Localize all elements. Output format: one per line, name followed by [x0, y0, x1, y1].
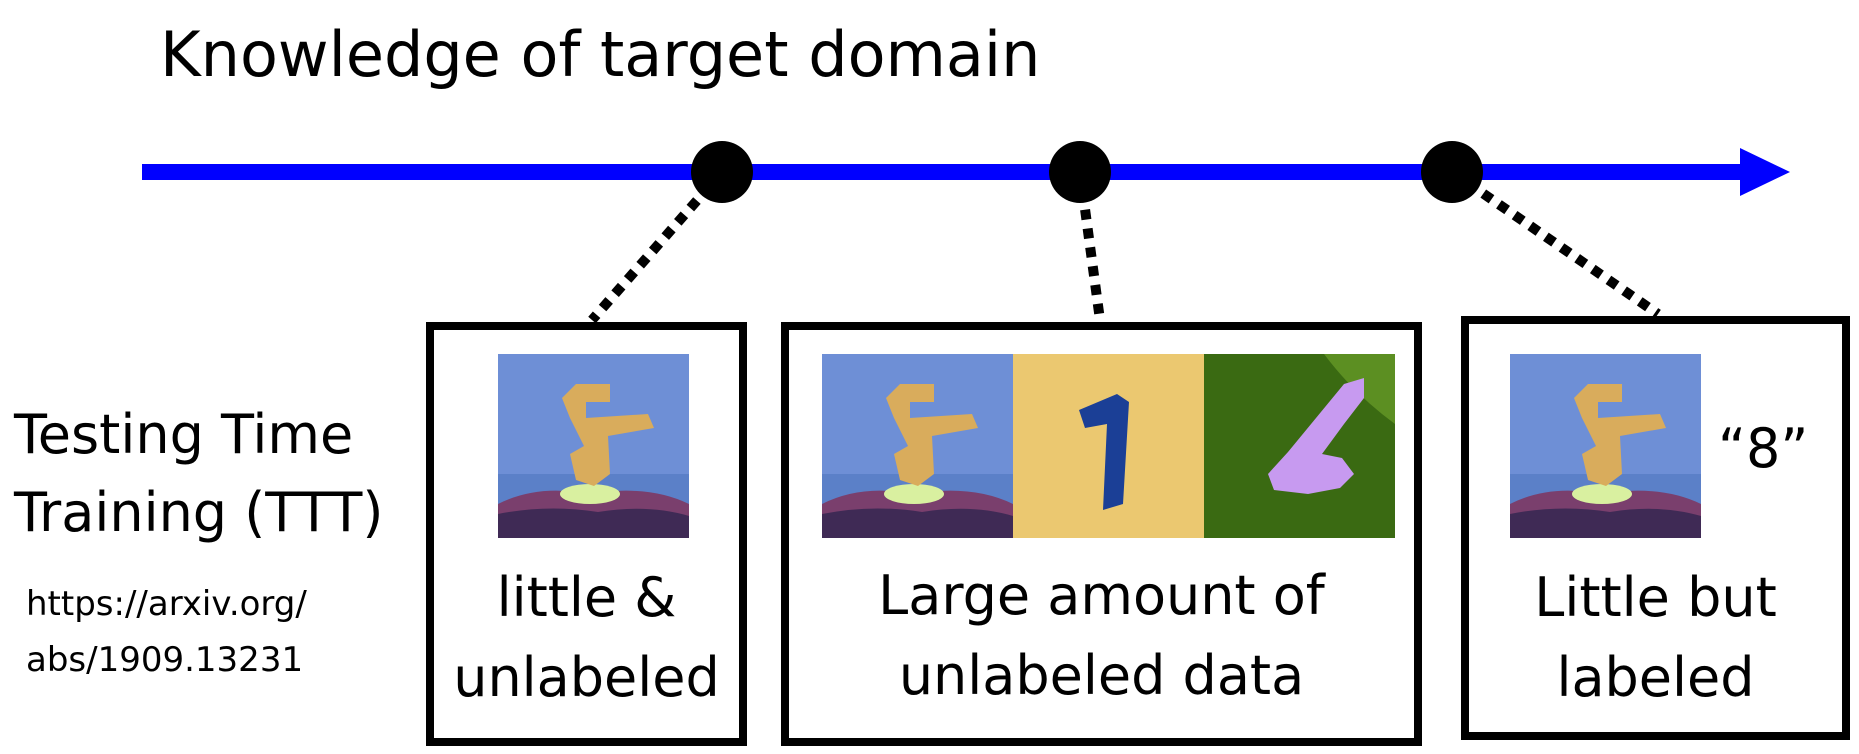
arxiv-url-line-1: https://arxiv.org/: [26, 584, 307, 624]
ttt-label-line-2: Training (TTT): [14, 481, 384, 544]
connector-line-1: [588, 168, 726, 324]
digit-6-image: [1204, 354, 1395, 538]
scenario-box-little-unlabeled: little & unlabeled: [426, 322, 747, 746]
box-3-caption: Little but labeled: [1469, 558, 1842, 718]
label-eight: “8”: [1718, 417, 1809, 480]
axis-dot-1: [691, 141, 753, 203]
ttt-label-line-1: Testing Time: [14, 403, 354, 466]
axis-dot-3: [1421, 141, 1483, 203]
digit-8-image: [822, 354, 1013, 538]
digit-1-image: [1013, 354, 1204, 538]
arxiv-url: https://arxiv.org/ abs/1909.13231: [26, 576, 307, 688]
box-2-caption: Large amount of unlabeled data: [789, 556, 1414, 716]
ttt-label: Testing Time Training (TTT): [14, 396, 383, 552]
diagram-title: Knowledge of target domain: [160, 18, 1041, 91]
box-2-caption-line-1: Large amount of: [878, 564, 1325, 627]
digit-8-image: [1510, 354, 1701, 538]
axis-arrowhead: [1740, 148, 1790, 196]
axis-dot-2: [1049, 141, 1111, 203]
box-1-caption-line-2: unlabeled: [453, 646, 720, 709]
connector-line-3: [1449, 167, 1661, 319]
box-3-caption-line-2: labeled: [1556, 646, 1755, 709]
image-strip: [822, 354, 1395, 538]
box-1-caption: little & unlabeled: [434, 558, 739, 718]
box-3-caption-line-1: Little but: [1534, 566, 1777, 629]
scenario-box-little-labeled: “8” Little but labeled: [1461, 316, 1850, 740]
box-1-caption-line-1: little &: [496, 566, 677, 629]
scenario-box-large-unlabeled: Large amount of unlabeled data: [781, 322, 1422, 746]
box-2-caption-line-2: unlabeled data: [898, 644, 1305, 707]
digit-8-image: [498, 354, 689, 538]
arxiv-url-line-2: abs/1909.13231: [26, 640, 304, 680]
